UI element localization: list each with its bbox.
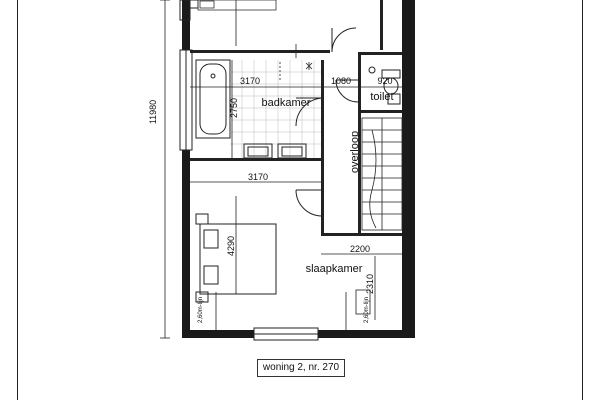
room-label-toilet: toilet [370, 91, 393, 103]
window-left [179, 49, 193, 151]
bathtub [195, 59, 231, 139]
drawing-caption: woning 2, nr. 270 [257, 359, 345, 377]
room-label-badkamer: badkamer [262, 97, 311, 109]
washbasins [243, 143, 307, 159]
bed-bottom [195, 213, 277, 303]
bathroom-tiles [230, 60, 321, 158]
height-line-note-right: 2,60m-lijn [364, 297, 370, 323]
bed-top [197, 0, 277, 11]
bath-width-label: 3170 [240, 76, 260, 86]
bedroom-cabinet [355, 289, 371, 315]
window-bottom [253, 327, 319, 341]
dimension-lines [160, 0, 402, 339]
bath-depth-label: 2750 [229, 98, 239, 118]
interior-walls [190, 0, 402, 236]
height-line-note-left: 2,60m-lijn [198, 297, 204, 323]
page-frame-left [17, 0, 18, 400]
landing-depth-label: 2310 [365, 274, 375, 294]
shower-drain [279, 62, 313, 80]
hall-width-label: 1080 [331, 76, 351, 86]
doors [295, 27, 359, 217]
page-frame-right [582, 0, 583, 400]
room-label-slaapkamer: slaapkamer [306, 263, 363, 275]
staircase [361, 117, 403, 231]
bedroom-width-label: 3170 [248, 172, 268, 182]
landing-width-label: 2200 [350, 244, 370, 254]
bedroom-depth-label: 4290 [226, 236, 236, 256]
room-label-overloop: overloop [349, 131, 361, 173]
toilet-width-label: 920 [377, 76, 392, 86]
toilet-bowl [368, 66, 401, 105]
total-height-label: 11980 [148, 100, 158, 124]
outer-walls [182, 0, 415, 338]
